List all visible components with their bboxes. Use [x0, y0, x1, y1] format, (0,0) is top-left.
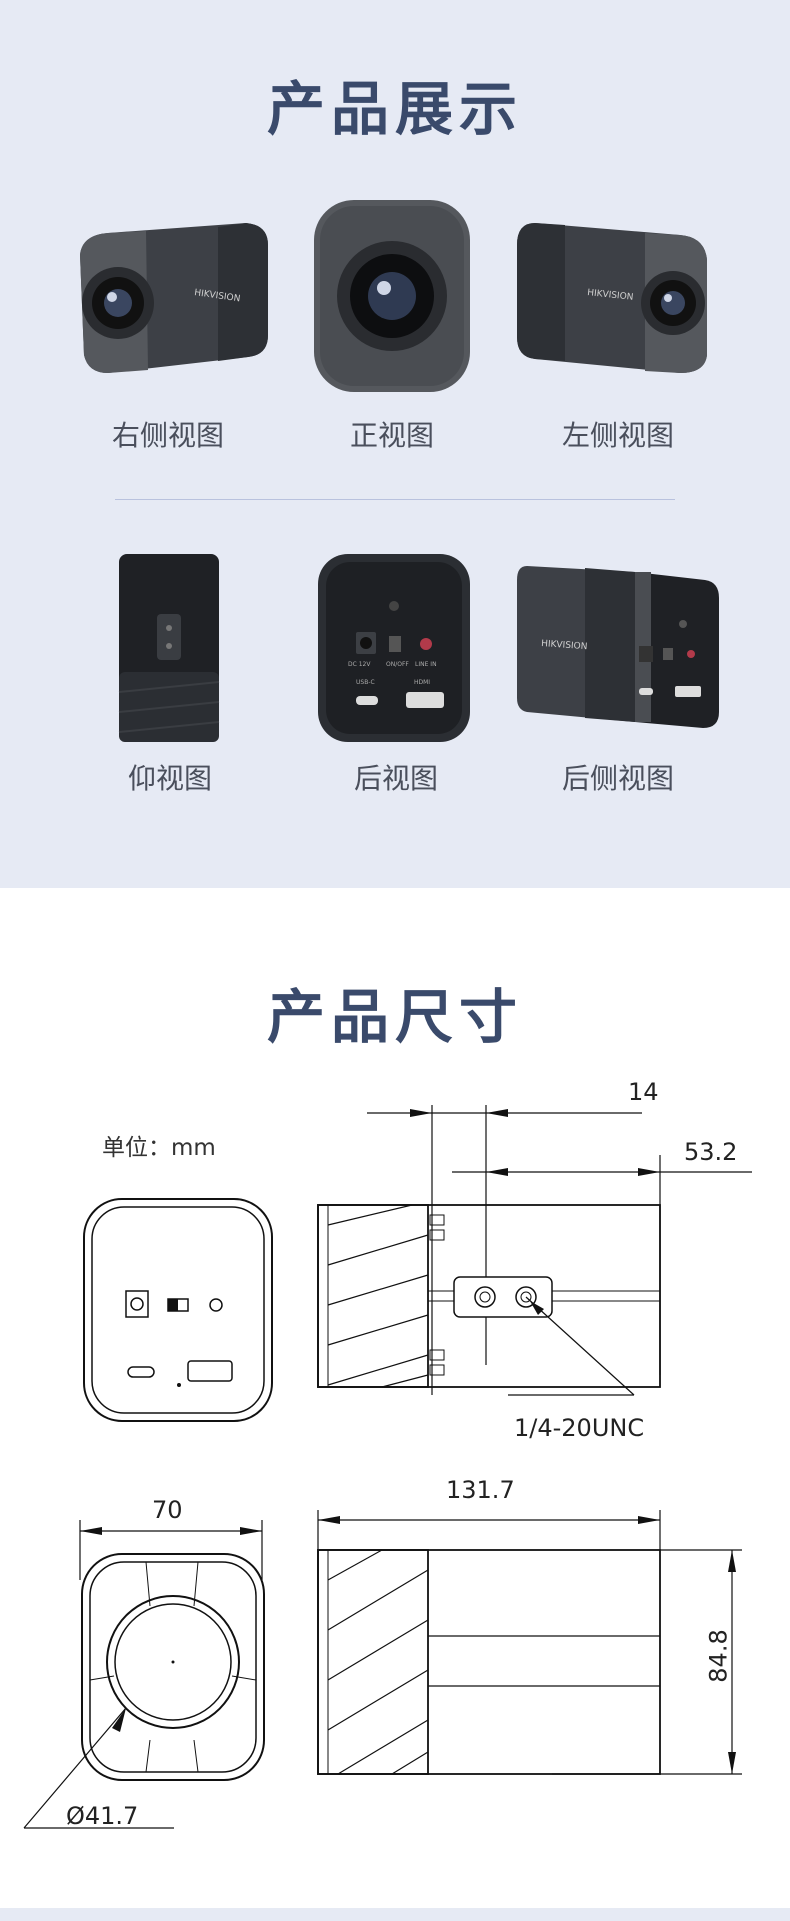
camera-left-side-view: HIKVISION	[517, 223, 707, 373]
showcase-title: 产品展示	[266, 75, 523, 143]
product-dimensions-section	[0, 888, 790, 1908]
svg-text:DC 12V: DC 12V	[348, 661, 371, 668]
camera-rear-view: DC 12V ON/OFF LINE IN USB-C HDMI	[318, 554, 470, 742]
mount-thread-label: 1/4-20UNC	[514, 1414, 645, 1442]
dimension-84-8: 84.8	[704, 1629, 733, 1683]
camera-bottom-view	[118, 554, 220, 742]
drawing-side-view	[317, 1510, 742, 1775]
svg-text:HIKVISION: HIKVISION	[587, 288, 634, 303]
dimensions-title: 产品尺寸	[266, 983, 523, 1051]
label-left-side-view: 左侧视图	[561, 419, 674, 452]
label-rear-view: 后视图	[353, 762, 438, 795]
label-right-side-view: 右侧视图	[111, 419, 224, 452]
label-front-view: 正视图	[349, 419, 434, 452]
camera-right-side-view: HIKVISION	[80, 223, 268, 373]
camera-rear-side-view: HIKVISION	[517, 566, 719, 728]
dimension-14: 14	[628, 1078, 659, 1106]
dimension-70: 70	[152, 1496, 183, 1524]
label-bottom-view: 仰视图	[127, 762, 212, 795]
dimension-131-7: 131.7	[446, 1476, 515, 1504]
footer-band	[0, 1908, 790, 1921]
label-rear-side-view: 后侧视图	[561, 762, 674, 795]
svg-text:USB-C: USB-C	[356, 679, 375, 686]
camera-front-view	[314, 200, 470, 392]
drawing-rear-view	[83, 1198, 273, 1422]
svg-text:HDMI: HDMI	[414, 679, 430, 686]
dimension-53-2: 53.2	[684, 1138, 738, 1166]
drawing-front-view	[23, 1520, 265, 1829]
divider	[115, 499, 675, 500]
svg-text:HIKVISION: HIKVISION	[541, 639, 588, 652]
svg-text:ON/OFF: ON/OFF	[386, 661, 409, 668]
drawing-top-view	[317, 1105, 752, 1396]
dimension-diameter-41-7: Ø41.7	[66, 1802, 139, 1830]
svg-text:LINE IN: LINE IN	[415, 661, 437, 668]
unit-label: 单位：mm	[102, 1135, 216, 1161]
